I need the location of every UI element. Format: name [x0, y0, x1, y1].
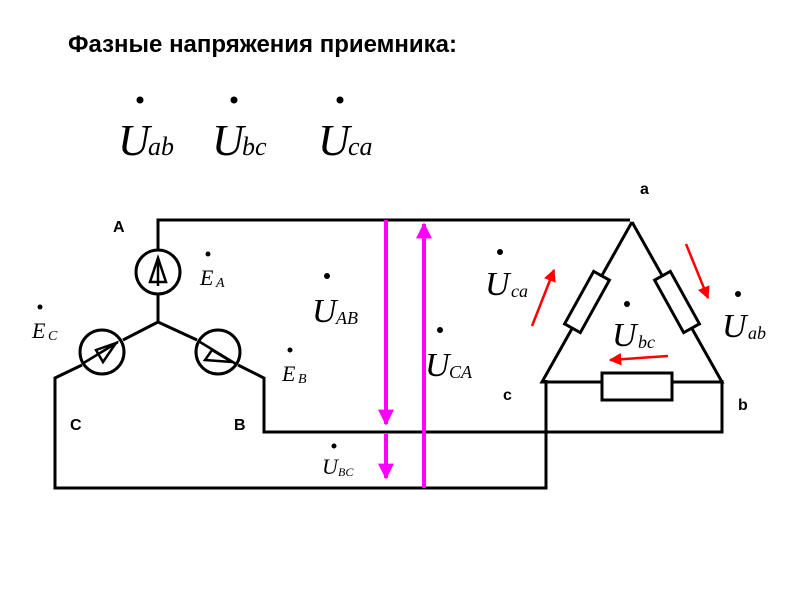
- svg-text:CA: CA: [449, 362, 473, 382]
- resistor-bc: [600, 371, 674, 402]
- emf-a-label: E A: [199, 251, 225, 291]
- header-symbol-sub: ab: [148, 132, 174, 161]
- source-c: [78, 328, 126, 376]
- svg-text:U: U: [612, 317, 639, 354]
- header-symbol-ubc: U bc: [212, 96, 267, 165]
- phasor-dot: [230, 96, 238, 104]
- header-symbol-main: U: [318, 116, 353, 165]
- svg-text:E: E: [281, 361, 296, 386]
- resistor-ca: [562, 269, 612, 335]
- phase-voltage-ab-label: U ab: [722, 291, 766, 345]
- line-voltage-ab-label: U AB: [312, 273, 358, 330]
- header-symbol-sub: bc: [242, 132, 267, 161]
- svg-text:ab: ab: [748, 323, 766, 343]
- line-a-wire: [156, 218, 630, 250]
- source-node-c-label: C: [70, 417, 82, 434]
- svg-text:A: A: [215, 276, 225, 291]
- phasor-dot: [136, 96, 144, 104]
- page-title: Фазные напряжения приемника:: [68, 31, 457, 58]
- line-c-wire: [53, 363, 548, 490]
- resistor-ab: [652, 269, 702, 335]
- svg-text:C: C: [48, 329, 58, 344]
- line-voltage-bc-label: U BC: [322, 443, 354, 479]
- svg-text:ca: ca: [511, 281, 528, 301]
- header-symbol-main: U: [118, 116, 153, 165]
- header-symbol-main: U: [212, 116, 247, 165]
- header-symbol-uab: U ab: [118, 96, 174, 165]
- neutral-to-source-c: [122, 320, 159, 342]
- emf-c-label: E C: [31, 304, 58, 344]
- svg-text:U: U: [312, 293, 339, 330]
- source-b: [194, 328, 242, 376]
- load-node-c-label: c: [503, 387, 512, 404]
- phase-voltage-ca-label: U ca: [485, 249, 528, 303]
- wiring: [53, 218, 725, 490]
- source-node-a-label: A: [113, 219, 125, 236]
- neutral-to-source-b: [157, 320, 198, 342]
- svg-text:AB: AB: [335, 308, 358, 328]
- phasor-dot: [336, 96, 344, 104]
- svg-text:U: U: [425, 347, 452, 384]
- svg-text:bc: bc: [638, 332, 655, 352]
- phase-voltage-arrow-ca: [530, 268, 556, 327]
- svg-text:B: B: [298, 372, 307, 387]
- header-symbol-sub: ca: [348, 132, 373, 161]
- load-node-a-label: a: [640, 181, 649, 198]
- line-b-wire: [237, 363, 724, 434]
- svg-text:U: U: [322, 454, 340, 479]
- phase-voltage-bc-label: U bc: [612, 301, 655, 354]
- emf-b-label: E B: [281, 347, 307, 387]
- source-node-b-label: B: [234, 417, 246, 434]
- svg-text:BC: BC: [338, 465, 354, 479]
- svg-text:E: E: [199, 265, 214, 290]
- load-node-b-label: b: [738, 397, 748, 414]
- svg-text:U: U: [485, 266, 512, 303]
- svg-text:E: E: [31, 318, 46, 343]
- header-symbol-uca: U ca: [318, 96, 373, 165]
- line-voltage-ca-label: U CA: [425, 327, 473, 384]
- source-a: [134, 248, 182, 296]
- svg-text:U: U: [722, 308, 749, 345]
- source-arrow-icon: [94, 340, 120, 365]
- phase-voltage-arrow-ab: [684, 243, 710, 300]
- phase-voltage-arrow-bc: [608, 352, 669, 366]
